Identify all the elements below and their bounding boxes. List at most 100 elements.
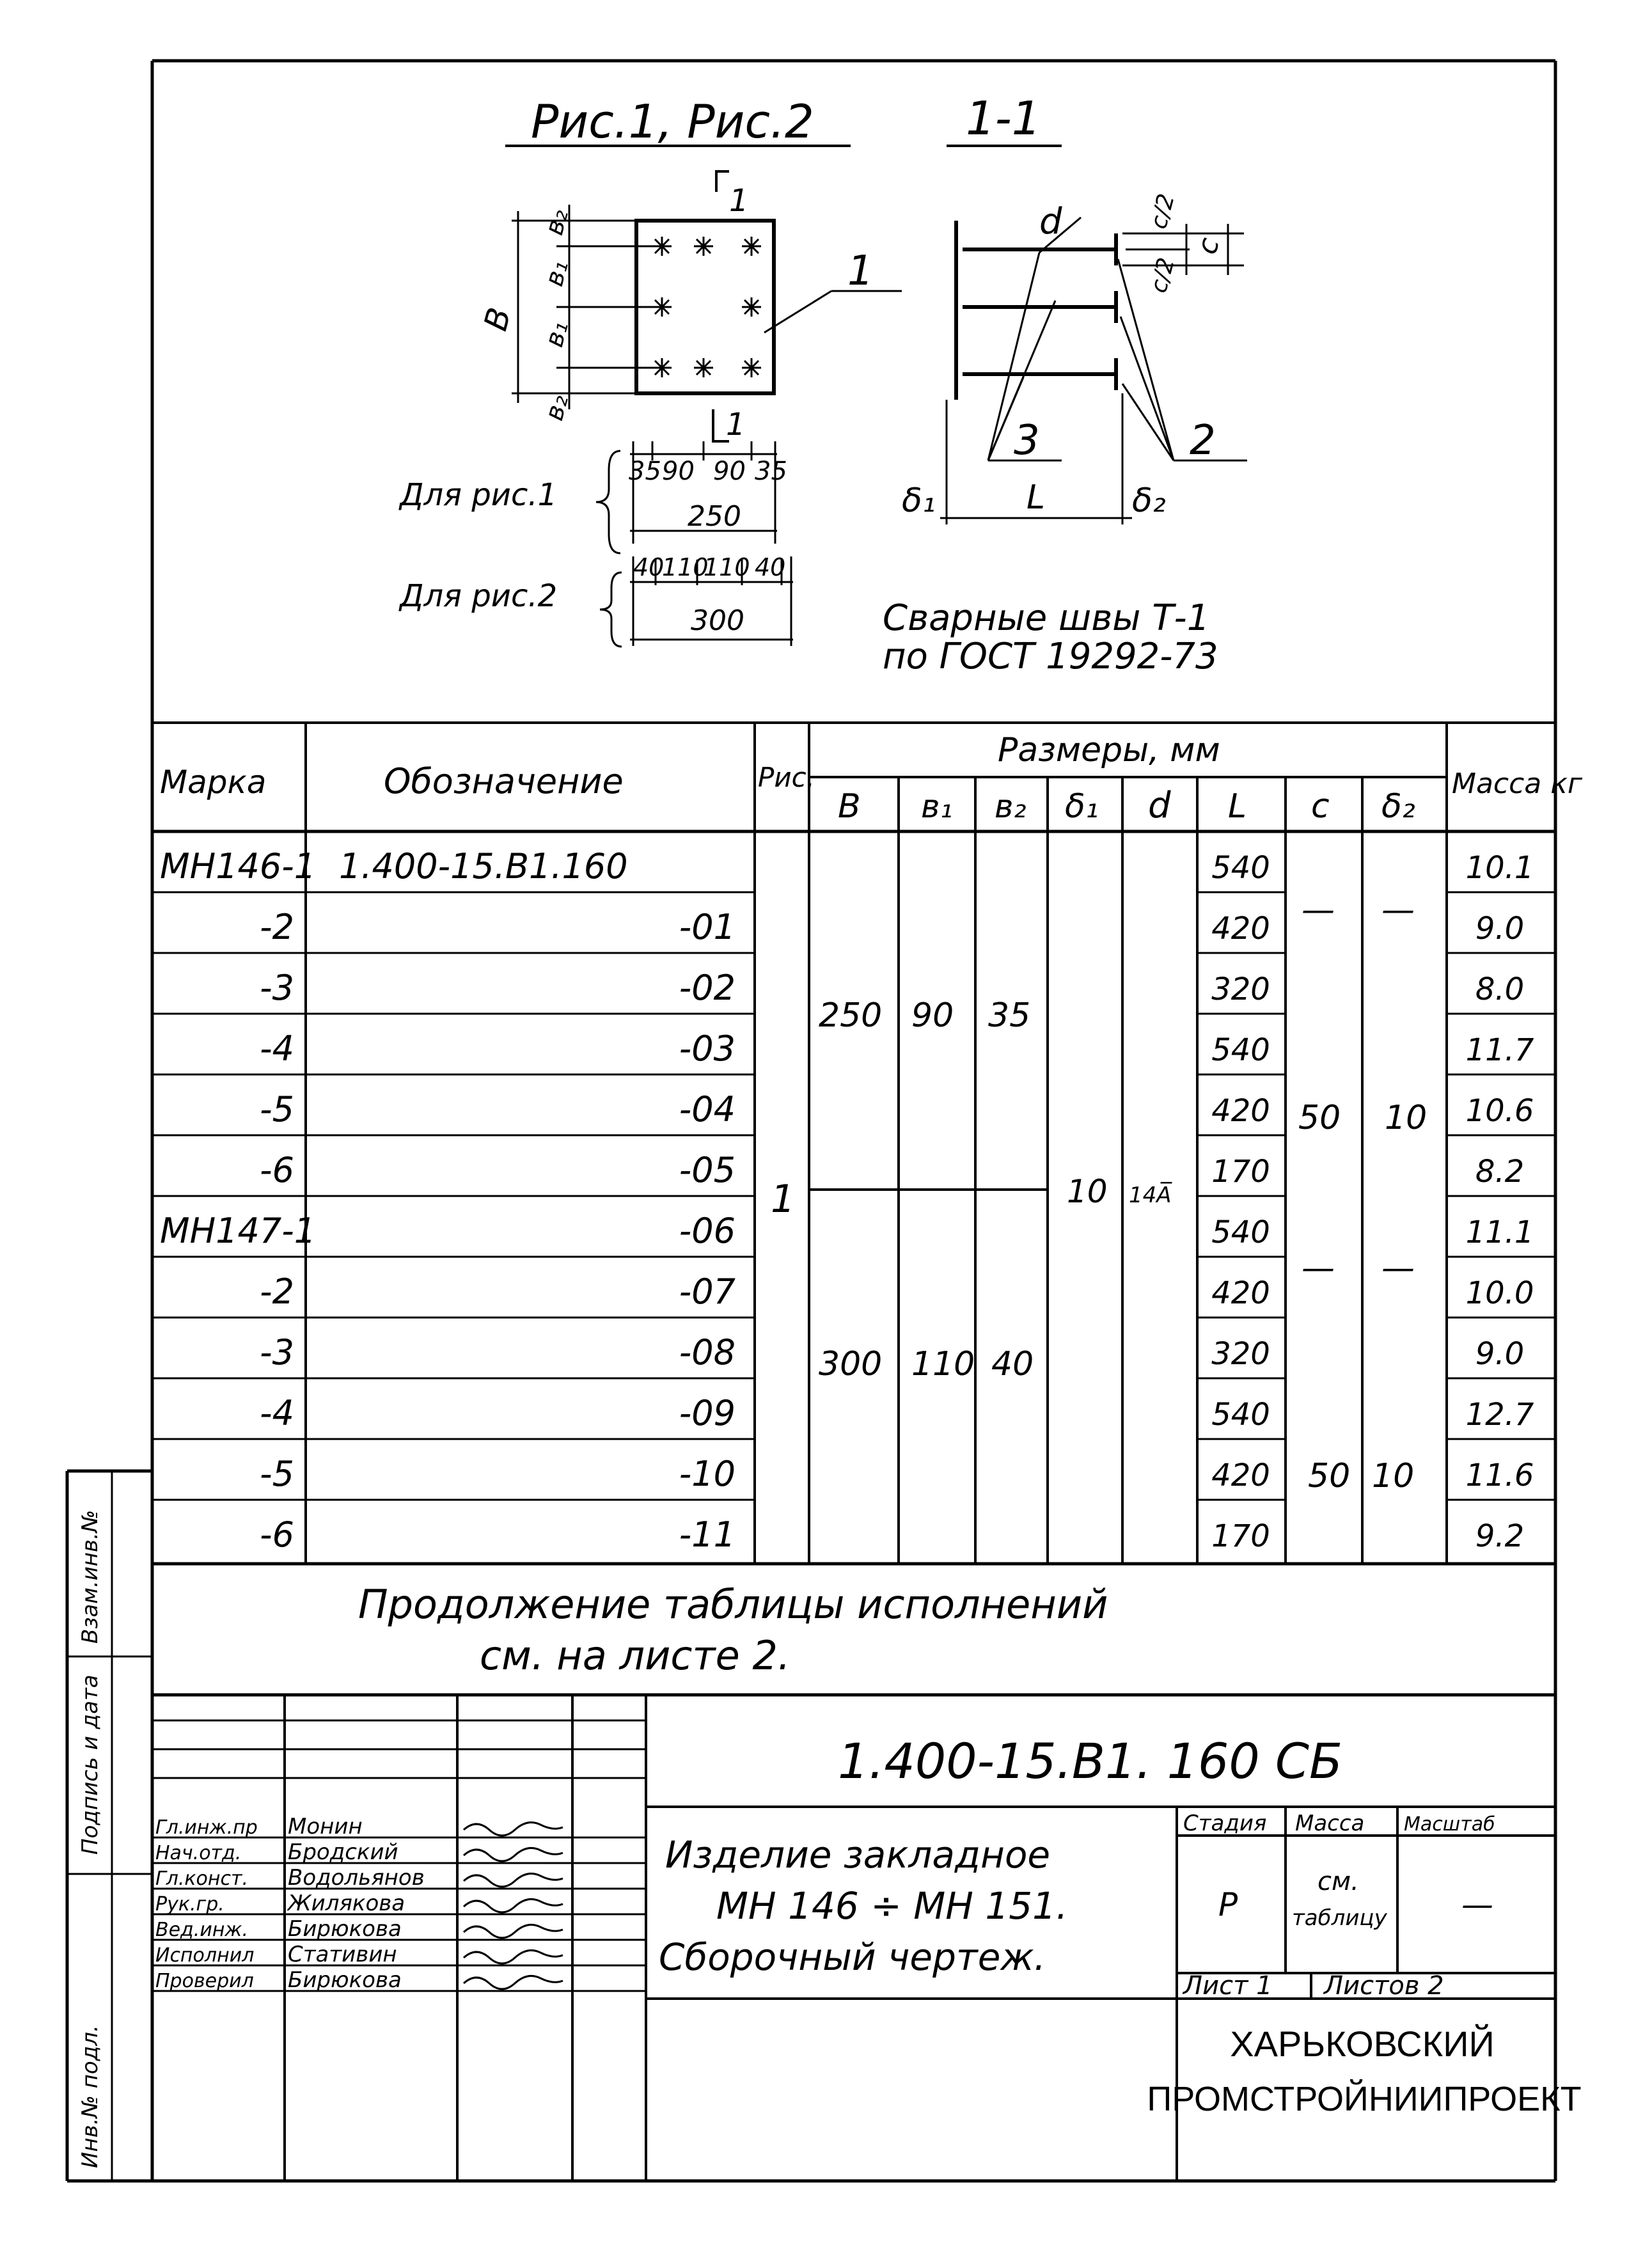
cell-group2-delta2-dash: —: [1381, 1249, 1415, 1287]
mass-value-line2: таблицу: [1292, 1905, 1388, 1931]
product-name-line2: МН 146 ÷ МН 151.: [716, 1884, 1068, 1928]
header-fig: Рис.: [758, 762, 815, 793]
cell-fig-merged: 1: [771, 1177, 795, 1222]
section-view: d c/2 c c/2 3 2 δ₁ L δ₂: [902, 191, 1247, 524]
cell-designation: -09: [679, 1393, 736, 1433]
dims-fig1-part-2: 90: [662, 457, 695, 486]
cell-designation: -03: [679, 1028, 736, 1069]
dims-fig1-part-4: 35: [755, 457, 787, 486]
signature-row: Гл.инж.пр Монин: [155, 1814, 563, 1839]
signature-scribble: [462, 1923, 563, 1939]
cell-delta1-merged: 10: [1067, 1173, 1108, 1210]
cell-d-merged: 14А̅̅: [1129, 1182, 1172, 1208]
label-c: c: [1190, 234, 1226, 258]
cell-designation: -11: [679, 1514, 736, 1555]
signature-scribble: [462, 1974, 563, 1990]
signer-role: Рук.гр.: [155, 1893, 224, 1916]
cell-mark: -6: [260, 1150, 294, 1190]
table-row-lines: [152, 891, 1555, 1501]
cell-designation: -04: [679, 1089, 736, 1129]
label-delta1: δ₁: [902, 482, 936, 520]
cell-group1-delta2-dash: —: [1381, 891, 1415, 929]
mass-value-line1: см.: [1318, 1867, 1359, 1896]
sheet-number: Лист 1: [1182, 1971, 1273, 2001]
cell-L: 420: [1211, 1458, 1270, 1493]
header-designation: Обозначение: [384, 761, 624, 801]
cell-designation: -10: [679, 1454, 736, 1494]
cell-group2-c: 50: [1308, 1457, 1350, 1495]
title-block-row-lines: [152, 1719, 646, 1992]
header-dims-group: Размеры, мм: [998, 731, 1220, 769]
cell-mass: 10.1: [1466, 850, 1534, 886]
signer-name: Бирюкова: [288, 1916, 402, 1942]
side-label-vzam: Взам.инв.№: [77, 1510, 103, 1644]
dims-fig1-part-3: 90: [713, 457, 746, 486]
cell-L: 170: [1211, 1518, 1270, 1554]
header-b1: в₁: [921, 788, 953, 825]
cell-L: 170: [1211, 1154, 1270, 1190]
signature-scribble: [462, 1898, 563, 1914]
cell-mass: 11.7: [1466, 1032, 1534, 1068]
signature-scribble: [462, 1846, 563, 1862]
cell-group1-c-dash: —: [1302, 891, 1335, 929]
cell-mark: -4: [260, 1028, 294, 1069]
product-name-line1: Изделие закладное: [665, 1833, 1050, 1876]
scale-value: —: [1461, 1886, 1493, 1923]
anchor-marks: [652, 237, 761, 377]
signature-row: Рук.гр.Жилякова: [155, 1891, 563, 1916]
table-row: -2 -07 420 10.0: [260, 1271, 1534, 1312]
weld-note-line2: по ГОСТ 19292-73: [883, 636, 1218, 677]
cell-L: 420: [1211, 1093, 1270, 1129]
cell-group1-b2: 35: [988, 996, 1030, 1035]
cell-group2-b2: 40: [991, 1345, 1034, 1383]
signer-role: Исполнил: [155, 1944, 254, 1967]
cell-designation: -05: [679, 1150, 736, 1190]
cell-mass: 8.2: [1475, 1154, 1524, 1190]
cell-designation: -07: [679, 1271, 736, 1312]
dims-fig1: Для рис.1 35 90 90 35 250: [398, 441, 787, 555]
label-d: d: [1039, 201, 1062, 242]
cell-group2-b1: 110: [911, 1345, 975, 1383]
cell-mark: -2: [260, 1271, 294, 1312]
dims-fig2-caption: Для рис.2: [398, 578, 557, 614]
doc-code: 1.400-15.В1. 160 СБ: [838, 1733, 1342, 1790]
header-mark: Марка: [160, 764, 266, 801]
signer-role: Гл.конст.: [155, 1868, 248, 1890]
signer-name: Монин: [288, 1814, 363, 1839]
cell-group1-b1: 90: [911, 996, 954, 1035]
sheet-frame: [65, 59, 1557, 2183]
cell-group1-c: 50: [1298, 1099, 1341, 1137]
cell-mark: МН147-1: [160, 1211, 316, 1251]
section-mark-top: 1: [729, 183, 749, 219]
dims-fig2-part-2: 110: [662, 553, 709, 581]
cell-mass: 12.7: [1466, 1397, 1534, 1433]
cell-mass: 9.2: [1475, 1518, 1524, 1554]
org-name-line1: ХАРЬКОВСКИЙ: [1230, 2024, 1494, 2064]
cell-L: 420: [1211, 1275, 1270, 1311]
scale-label: Масштаб: [1404, 1813, 1495, 1836]
dims-fig1-caption: Для рис.1: [398, 477, 557, 513]
heading-section: 1-1: [966, 91, 1041, 145]
cell-L: 540: [1211, 850, 1270, 886]
signature-scribble: [462, 1872, 563, 1888]
cell-mass: 9.0: [1475, 1336, 1524, 1372]
weld-note-line1: Сварные швы Т-1: [883, 597, 1209, 639]
mass-label: Масса: [1295, 1811, 1364, 1836]
label-L: L: [1027, 478, 1045, 517]
cell-mass: 9.0: [1475, 911, 1524, 947]
dim-label-B: B: [477, 304, 519, 334]
signer-role: Гл.инж.пр: [155, 1816, 258, 1839]
table-header: Марка Обозначение Рис. Размеры, мм B в₁ …: [160, 731, 1583, 826]
side-strip: Взам.инв.№ Подпись и дата Инв.№ подл.: [77, 1510, 103, 2168]
dims-fig2-total: 300: [691, 604, 744, 637]
cell-designation: -01: [679, 907, 736, 947]
cell-mass: 8.0: [1475, 972, 1524, 1007]
cell-L: 320: [1211, 972, 1270, 1007]
side-label-inv: Инв.№ подл.: [77, 2025, 103, 2168]
dims-fig2-part-4: 40: [755, 553, 785, 581]
product-name-line3: Сборочный чертеж.: [659, 1935, 1046, 1979]
cell-mass: 10.0: [1466, 1275, 1534, 1311]
